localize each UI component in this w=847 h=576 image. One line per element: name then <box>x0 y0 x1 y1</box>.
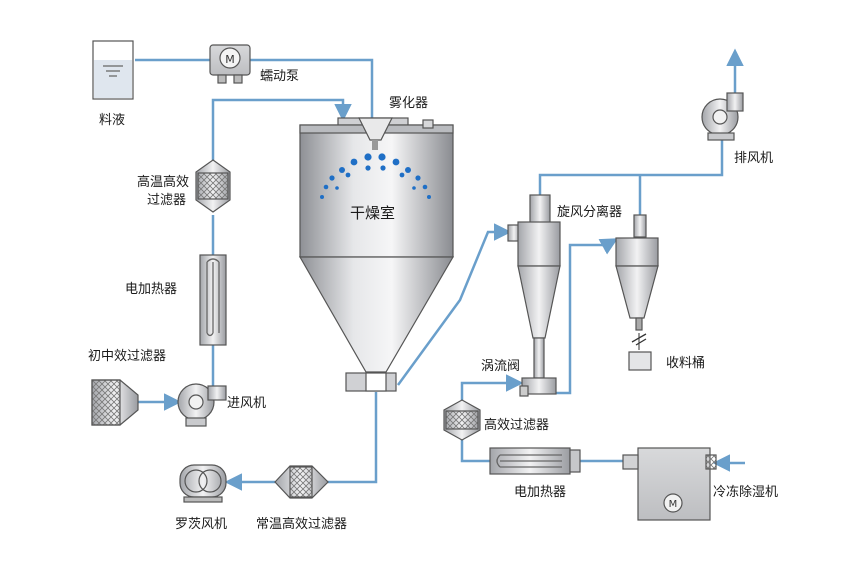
normal-temp-filter-icon <box>274 465 329 499</box>
exhaust-fan-icon <box>701 92 744 141</box>
label-freeze-dehumidifier: 冷冻除湿机 <box>713 484 778 500</box>
pipe-filter-to-chamber <box>211 98 352 160</box>
label-inlet-fan: 进风机 <box>227 396 266 411</box>
collecting-bucket-icon <box>628 351 652 371</box>
electric-heater-icon <box>199 254 227 346</box>
pipe-valve-to-cyclone2 <box>555 238 619 395</box>
label-normal-temp-filter: 常温高效过滤器 <box>256 516 347 532</box>
label-collecting-bucket: 收料桶 <box>666 356 705 371</box>
label-primary-medium-filter: 初中效过滤器 <box>88 349 166 364</box>
roots-blower-icon <box>179 464 227 503</box>
svg-text:M: M <box>225 53 235 66</box>
high-temp-filter-icon <box>195 159 231 213</box>
label-peristaltic-pump: 蠕动泵 <box>260 69 299 84</box>
label-high-temp-filter-line2: 过滤器 <box>147 193 186 208</box>
electric-heater-right-icon <box>489 447 581 475</box>
label-atomizer: 雾化器 <box>389 96 428 111</box>
cyclone-separator-icon <box>507 194 561 379</box>
primary-filter-icon <box>91 379 139 426</box>
pipe-chamber-to-cyclone <box>396 223 512 386</box>
feed-tank-icon <box>92 40 134 100</box>
freeze-dehumidifier-icon: M <box>622 447 717 521</box>
cyclone-separator-small-icon <box>615 214 659 350</box>
pipe-cyclone-to-exhaust <box>538 137 724 195</box>
pipe-network <box>135 48 745 491</box>
peristaltic-pump-icon: M <box>209 44 251 84</box>
label-high-temp-filter-line1: 高温高效 <box>137 174 189 190</box>
high-efficiency-filter-icon <box>443 399 481 441</box>
inlet-fan-icon <box>177 383 227 427</box>
label-vortex-valve: 涡流阀 <box>481 359 520 374</box>
pipe-chamber-to-filter2 <box>325 392 378 484</box>
label-exhaust-fan: 排风机 <box>734 151 773 166</box>
pipe-hefilter-to-valve <box>460 374 524 400</box>
label-electric-heater-left: 电加热器 <box>125 282 177 297</box>
label-high-efficiency-filter: 高效过滤器 <box>484 417 549 433</box>
label-feed-liquid: 料液 <box>99 113 125 128</box>
label-electric-heater-right: 电加热器 <box>514 485 566 500</box>
pipe-pump-to-atomizer <box>250 58 374 118</box>
vortex-valve-icon <box>519 377 557 397</box>
label-roots-blower: 罗茨风机 <box>175 517 227 532</box>
pipe-heater2-to-hefilter <box>460 438 490 463</box>
label-drying-chamber: 干燥室 <box>350 204 395 222</box>
drying-chamber-icon <box>298 117 455 392</box>
svg-text:M: M <box>669 499 678 510</box>
label-cyclone-separator: 旋风分离器 <box>557 204 622 220</box>
